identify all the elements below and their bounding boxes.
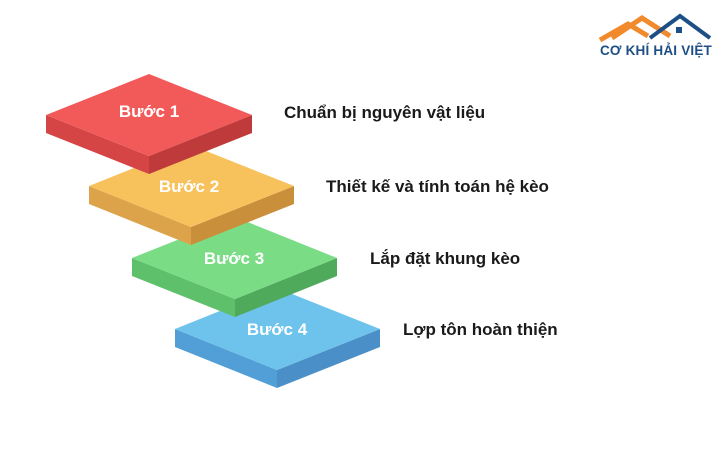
step-3-top-face	[132, 217, 337, 299]
step-1-left-side	[46, 115, 149, 174]
step-1-description: Chuẩn bị nguyên vật liệu	[284, 103, 485, 122]
brand-name: CƠ KHÍ HẢI VIỆT	[599, 43, 713, 58]
step-4-label: Bước 4	[247, 320, 308, 339]
step-1-top-face	[46, 74, 252, 156]
step-3-right-side	[235, 258, 337, 317]
step-3-description: Lắp đặt khung kèo	[370, 249, 520, 268]
step-2-right-side	[191, 186, 294, 245]
step-3-left-side	[132, 258, 235, 317]
window-icon	[676, 27, 682, 33]
step-1: Bước 1	[46, 74, 252, 174]
roof-orange-front	[598, 21, 650, 42]
house-roof-icon	[598, 13, 712, 42]
step-4-description: Lợp tôn hoàn thiện	[403, 320, 558, 339]
step-2-label: Bước 2	[159, 177, 219, 196]
step-1-label: Bước 1	[119, 102, 179, 121]
step-2-left-side	[89, 186, 191, 245]
roof-blue	[648, 13, 712, 40]
step-4-right-side	[277, 329, 380, 388]
step-1-right-side	[149, 115, 252, 174]
step-4-left-side	[175, 329, 277, 388]
step-3: Bước 3	[132, 217, 337, 317]
brand-logo: CƠ KHÍ HẢI VIỆT	[598, 12, 714, 64]
step-3-label: Bước 3	[204, 249, 264, 268]
step-2-description: Thiết kế và tính toán hệ kèo	[326, 177, 549, 196]
